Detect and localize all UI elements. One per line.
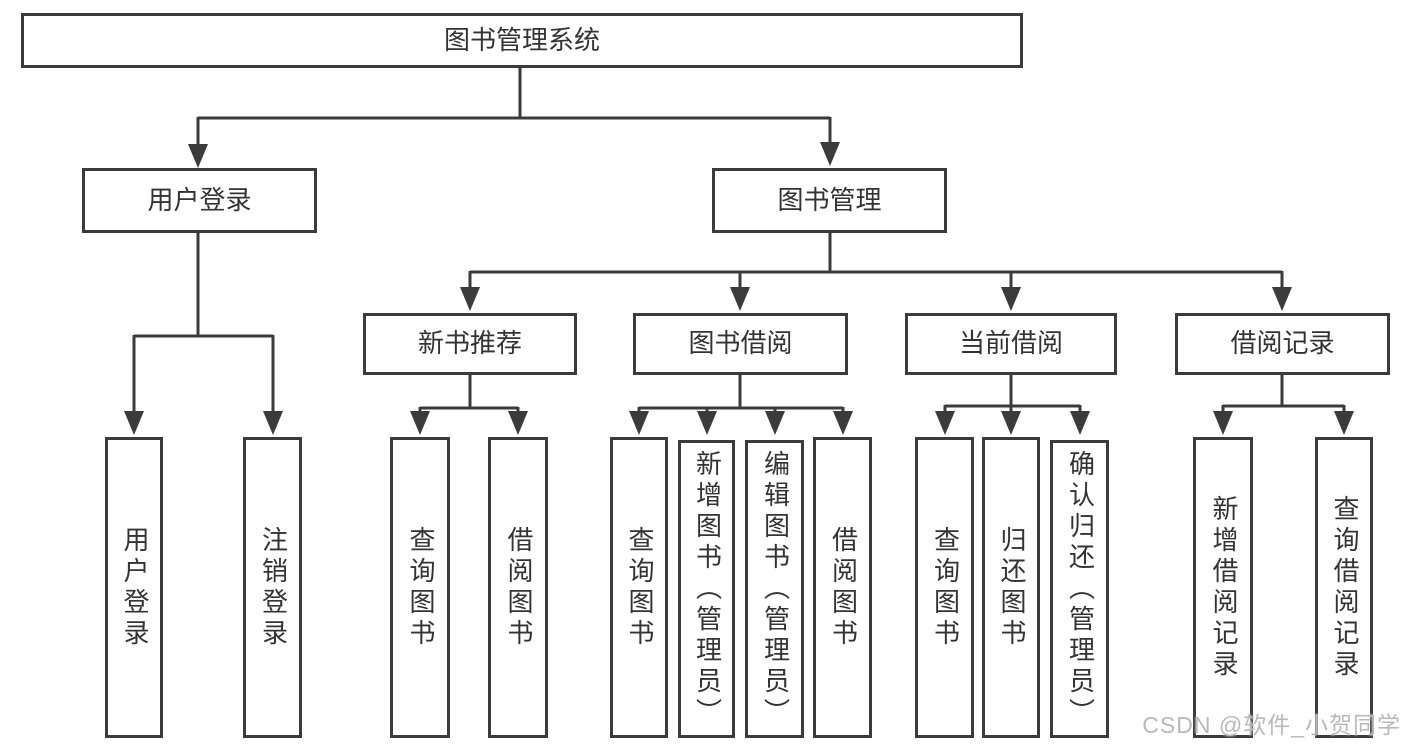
connector-borrow-record-children (1213, 375, 1354, 435)
node-user-login: 用户登录 (82, 168, 317, 233)
node-book-mgmt: 图书管理 (712, 168, 947, 233)
node-root: 图书管理系统 (21, 13, 1023, 68)
leaf-record-add-borrow-record: 新增借阅记录 (1193, 437, 1253, 738)
leaf-user-login: 用户登录 (105, 437, 163, 738)
leaf-current-query-books: 查询图书 (915, 437, 974, 738)
leaf-rec-query-books: 查询图书 (390, 437, 450, 738)
leaf-borrow-borrow-books: 借阅图书 (813, 437, 872, 738)
node-book-borrow: 图书借阅 (633, 313, 848, 375)
connector-new-book-rec-children (410, 375, 528, 435)
watermark: CSDN @软件_小贺同学 (1142, 712, 1401, 738)
connector-book-borrow-children (629, 375, 853, 435)
connector-book-mgmt-children (460, 233, 1292, 311)
node-current-borrow: 当前借阅 (905, 313, 1117, 375)
leaf-borrow-add-books-admin: 新增图书（管理员） (678, 440, 735, 738)
leaf-rec-borrow-books: 借阅图书 (488, 437, 548, 738)
node-new-book-rec: 新书推荐 (363, 313, 577, 375)
connector-root-to-level2 (188, 68, 840, 168)
leaf-current-confirm-return-admin: 确认归还（管理员） (1050, 440, 1109, 738)
leaf-current-return-books: 归还图书 (982, 437, 1040, 738)
leaf-logout-login: 注销登录 (243, 437, 302, 738)
connector-current-borrow-children (935, 375, 1090, 435)
leaf-record-query-borrow-record: 查询借阅记录 (1315, 437, 1373, 738)
leaf-borrow-edit-books-admin: 编辑图书（管理员） (745, 440, 804, 738)
leaf-borrow-query-books: 查询图书 (610, 437, 668, 738)
node-borrow-record: 借阅记录 (1175, 313, 1390, 375)
connector-user-login-children (124, 233, 283, 435)
